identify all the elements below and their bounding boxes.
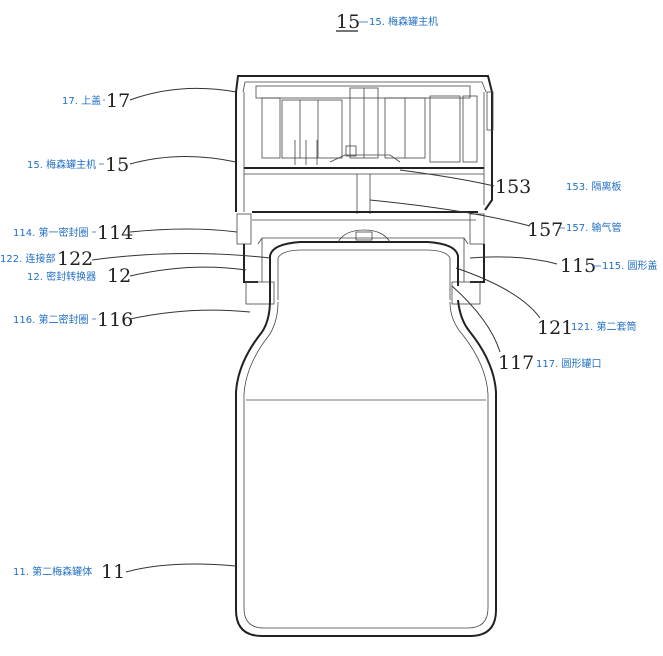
- callout-11: 11. 第二梅森罐体 11: [13, 561, 237, 583]
- label-153: 153. 隔离板: [566, 180, 621, 193]
- label-121: 121. 第二套筒: [571, 320, 636, 333]
- jar-mouth: [269, 229, 459, 300]
- title-ref: 15: [336, 11, 360, 33]
- ref-12: 12: [107, 265, 131, 287]
- top-cap: [235, 75, 494, 212]
- ref-11: 11: [101, 561, 125, 583]
- ref-117: 117: [498, 352, 534, 374]
- callout-122: 122. 连接部 122: [0, 248, 271, 270]
- label-115: 115. 圆形盖: [602, 259, 657, 272]
- ref-115: 115: [560, 255, 596, 277]
- label-11: 11. 第二梅森罐体: [13, 565, 92, 578]
- seal-converter: [236, 211, 485, 305]
- callout-121: 121 121. 第二套筒: [455, 267, 636, 339]
- ref-157: 157: [527, 219, 563, 241]
- callout-153: 153 153. 隔离板: [399, 169, 621, 198]
- label-17: 17. 上盖: [62, 94, 101, 107]
- label-15: 15. 梅森罐主机: [27, 158, 96, 171]
- label-116: 116. 第二密封圈: [13, 313, 88, 326]
- ref-114: 114: [97, 222, 133, 244]
- isolation-plate: [244, 167, 484, 175]
- label-12: 12. 密封转换器: [27, 270, 96, 283]
- ref-121: 121: [537, 317, 573, 339]
- ref-17: 17: [106, 90, 130, 112]
- callout-157: 157 157. 输气管: [369, 199, 621, 241]
- ref-153: 153: [495, 176, 531, 198]
- label-122: 122. 连接部: [0, 252, 55, 265]
- main-unit-internals: [255, 85, 478, 165]
- callout-114: 114. 第一密封圈 114: [13, 222, 238, 244]
- callout-116: 116. 第二密封圈 116: [13, 309, 251, 331]
- callout-115: 115 115. 圆形盖: [469, 255, 657, 277]
- callout-15: 15. 梅森罐主机 15: [27, 154, 237, 176]
- title-label: 15. 梅森罐主机: [369, 15, 438, 28]
- callout-117: 117 117. 圆形罐口: [451, 285, 601, 374]
- callout-17: 17. 上盖 17: [62, 87, 237, 112]
- callout-12: 12. 密封转换器 12: [27, 265, 247, 287]
- label-114: 114. 第一密封圈: [13, 226, 88, 239]
- ref-15: 15: [105, 154, 129, 176]
- label-157: 157. 输气管: [566, 221, 621, 234]
- ref-122: 122: [57, 248, 93, 270]
- label-117: 117. 圆形罐口: [536, 357, 601, 370]
- air-tube: [356, 174, 371, 214]
- ref-116: 116: [97, 309, 133, 331]
- jar-body: [235, 299, 497, 637]
